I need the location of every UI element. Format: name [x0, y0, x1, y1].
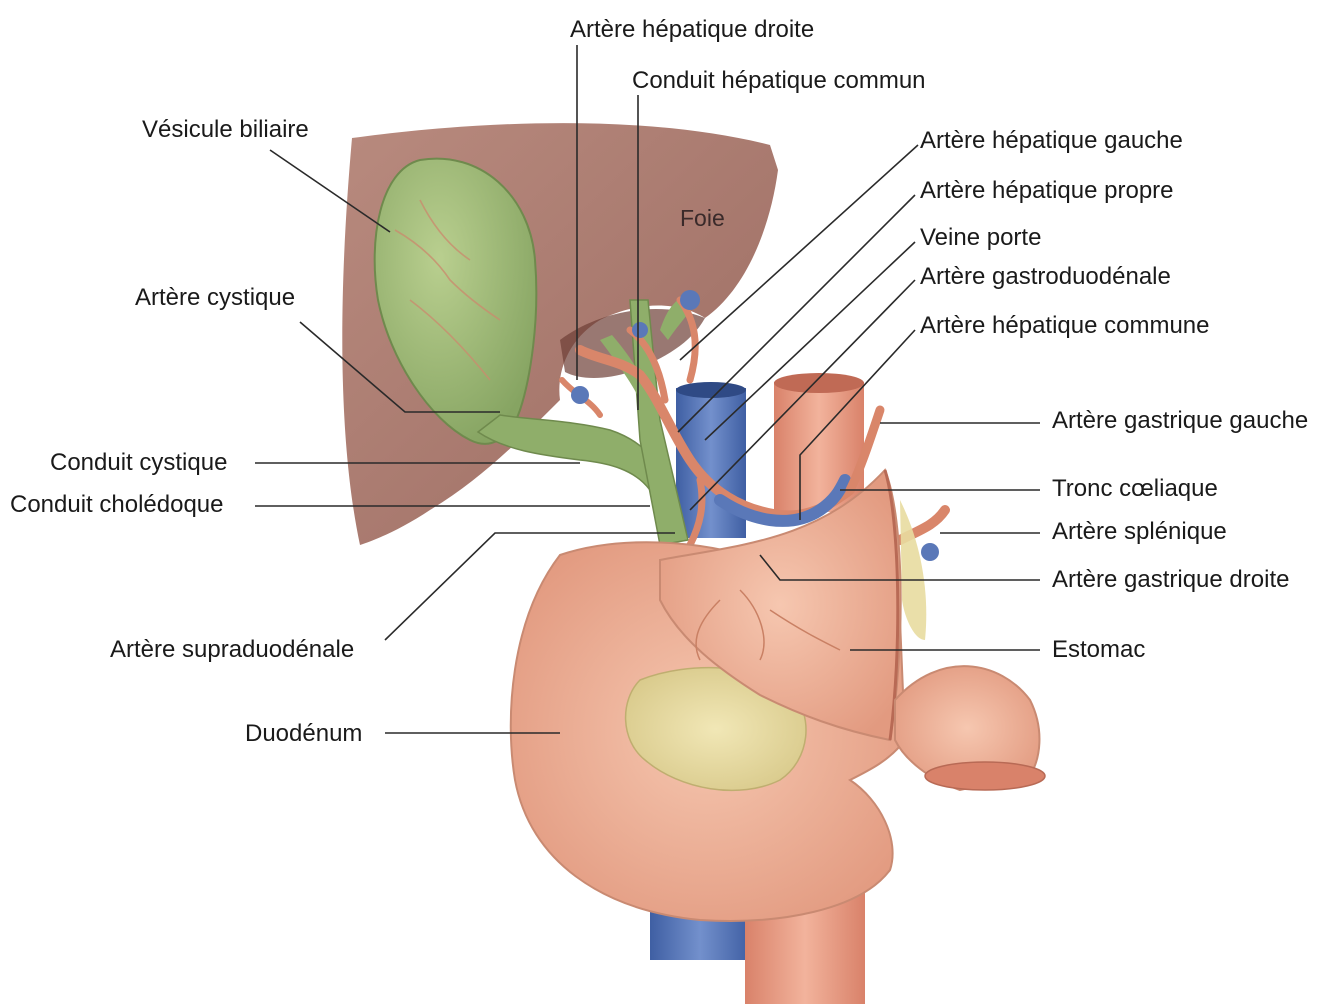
label-artere-hepatique-propre: Artère hépatique propre — [920, 177, 1174, 204]
label-artere-gastrique-gauche: Artère gastrique gauche — [1052, 407, 1308, 434]
label-vesicule-biliaire: Vésicule biliaire — [142, 116, 309, 143]
label-artere-hepatique-droite: Artère hépatique droite — [570, 16, 814, 43]
label-artere-hepatique-gauche: Artère hépatique gauche — [920, 127, 1183, 154]
label-estomac: Estomac — [1052, 636, 1145, 663]
label-foie: Foie — [680, 205, 725, 231]
label-conduit-hepatique-commun: Conduit hépatique commun — [632, 67, 926, 94]
label-artere-cystique: Artère cystique — [135, 284, 295, 311]
label-artere-hepatique-commune: Artère hépatique commune — [920, 312, 1210, 339]
label-artere-splenique: Artère splénique — [1052, 518, 1227, 545]
label-conduit-cystique: Conduit cystique — [50, 449, 227, 476]
label-artere-gastroduodenale: Artère gastroduodénale — [920, 263, 1171, 290]
label-artere-gastrique-droite: Artère gastrique droite — [1052, 566, 1289, 593]
label-veine-porte: Veine porte — [920, 224, 1041, 251]
label-tronc-coeliaque: Tronc cœliaque — [1052, 475, 1218, 502]
label-conduit-choledoque: Conduit cholédoque — [10, 491, 224, 518]
label-artere-supraduodenale: Artère supraduodénale — [110, 636, 354, 663]
label-duodenum: Duodénum — [245, 720, 362, 747]
